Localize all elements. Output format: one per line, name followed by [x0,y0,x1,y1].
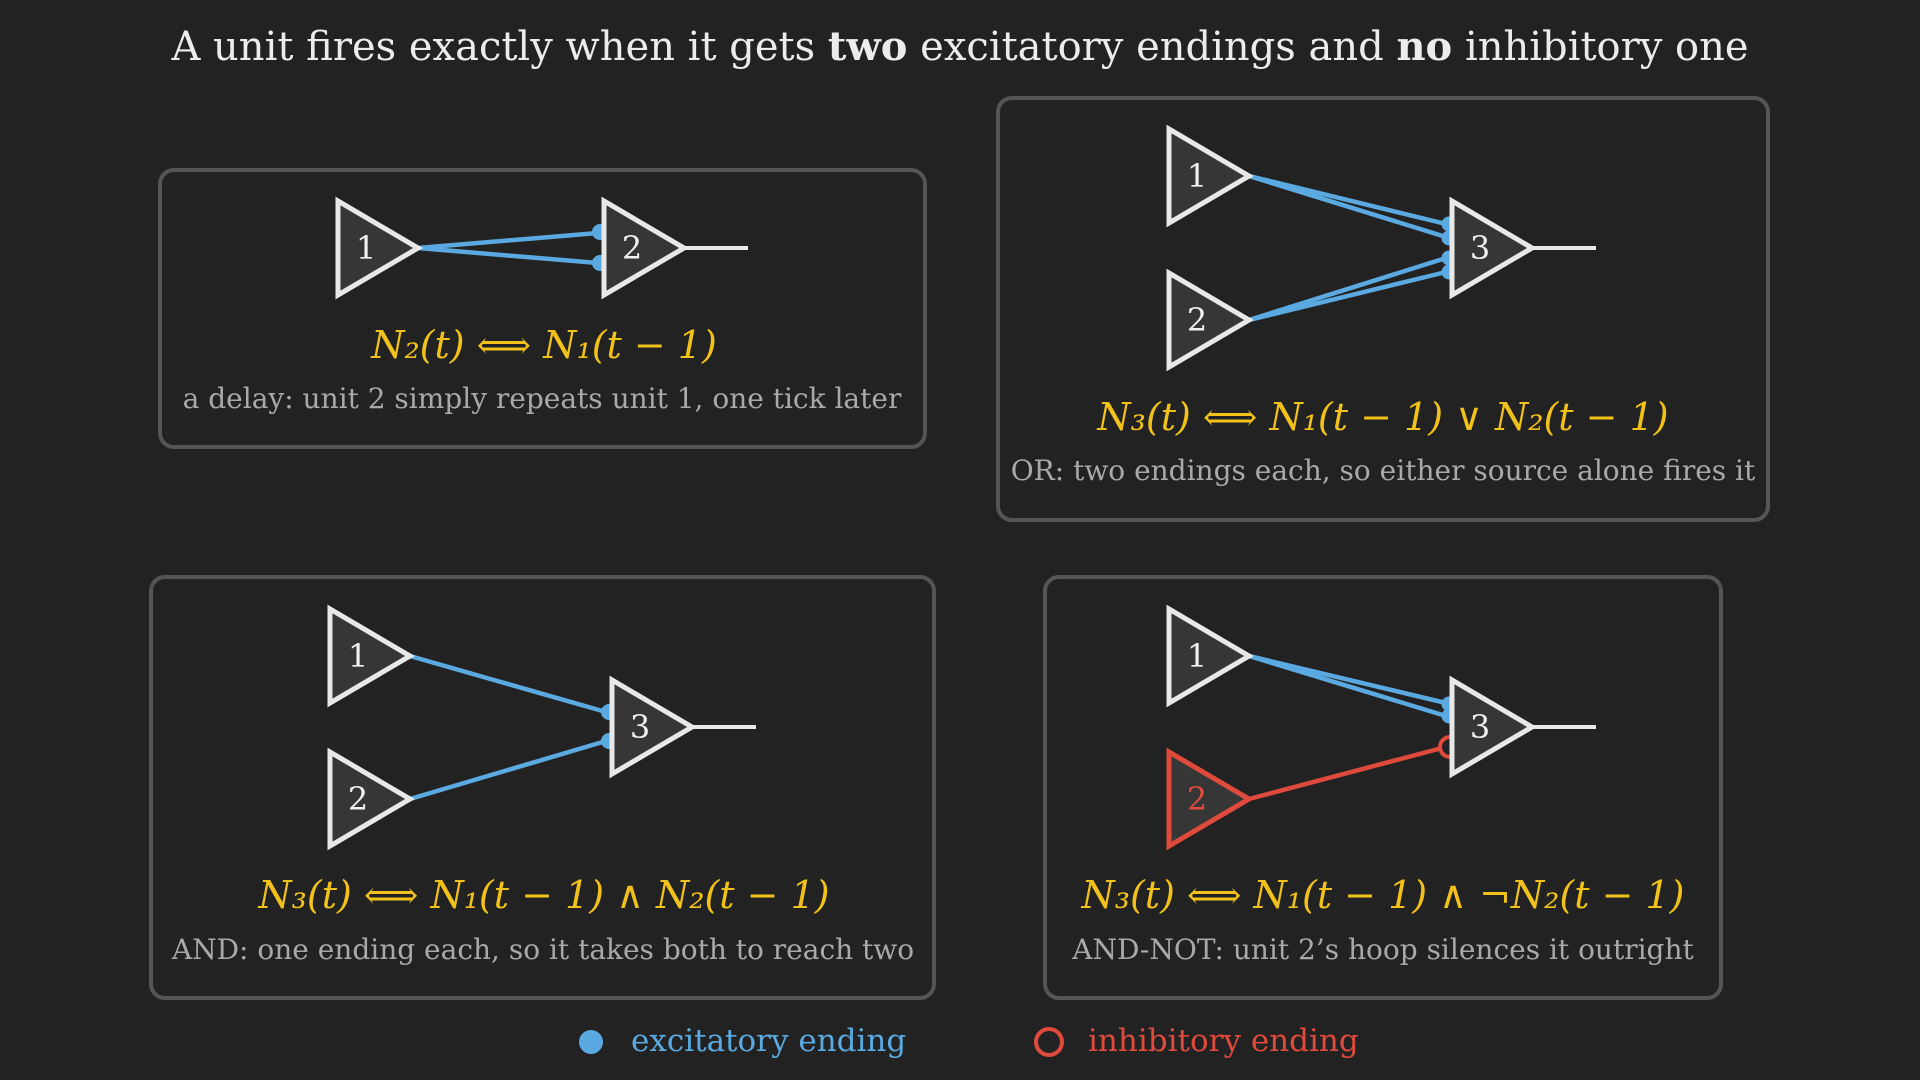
panel-and-not-formula: N₃(t) ⟺ N₁(t − 1) ∧ ¬N₂(t − 1) [1080,873,1684,917]
excitatory-legend-dot-icon [579,1030,603,1054]
unit-2-label: 2 [348,780,368,818]
inhibitory-legend-ring-icon [1034,1027,1064,1057]
excitatory-connection [417,245,599,266]
panel-delay: 1 2 N₂(t) ⟺ N₁(t − 1) a delay: unit 2 si… [158,168,927,449]
unit-1-triangle [327,604,415,708]
title-part-1: A unit fires exactly when it gets [170,24,827,70]
unit-3-triangle [1449,196,1537,300]
unit-1-label: 1 [356,229,376,267]
unit-2-triangle [327,747,415,851]
unit-1-triangle [1166,124,1254,228]
legend-excitatory-label: excitatory ending [631,1023,906,1059]
panel-delay-caption: a delay: unit 2 simply repeats unit 1, o… [183,382,902,415]
unit-2-triangle-inhibitory [1166,747,1254,851]
unit-3-label: 3 [630,708,650,746]
panel-and-not-frame [1043,575,1723,1000]
panel-or-caption: OR: two endings each, so either source a… [1011,454,1756,487]
unit-3-label: 3 [1470,229,1490,267]
page-title: A unit fires exactly when it gets two ex… [170,23,1748,70]
panel-or: 1 2 3 N₃(t) ⟺ N₁(t − 1) ∨ N₂(t − 1) OR: … [996,96,1770,522]
unit-1-triangle [335,196,423,300]
excitatory-connection [409,653,607,715]
panel-or-formula: N₃(t) ⟺ N₁(t − 1) ∨ N₂(t − 1) [1096,395,1668,439]
title-part-2: excitatory endings and [907,24,1396,70]
panel-delay-formula: N₂(t) ⟺ N₁(t − 1) [370,323,717,367]
panel-and-not: 1 2 3 N₃(t) ⟺ N₁(t − 1) ∧ ¬N₂(t − 1) AND… [1043,575,1723,1000]
panel-and-not-caption: AND-NOT: unit 2’s hoop silences it outri… [1071,933,1694,966]
excitatory-connection [417,230,599,251]
unit-1-label: 1 [1187,637,1207,675]
panel-and: 1 2 3 N₃(t) ⟺ N₁(t − 1) ∧ N₂(t − 1) AND:… [149,575,936,1000]
unit-3-triangle [1449,675,1537,779]
excitatory-connection [1248,255,1447,323]
excitatory-connection [1248,269,1447,323]
excitatory-connection [1248,653,1447,719]
legend-inhibitory-label: inhibitory ending [1088,1023,1359,1059]
unit-2-triangle [1166,268,1254,372]
unit-2-label: 2 [1187,780,1207,818]
panel-and-formula: N₃(t) ⟺ N₁(t − 1) ∧ N₂(t − 1) [257,873,829,917]
title-bold-no: no [1396,23,1452,70]
unit-2-label: 2 [622,229,642,267]
unit-1-triangle [1166,604,1254,708]
unit-3-triangle [609,675,697,779]
unit-2-label: 2 [1187,301,1207,339]
panel-and-caption: AND: one ending each, so it takes both t… [171,933,914,966]
unit-1-label: 1 [348,637,368,675]
title-bold-two: two [828,23,908,70]
unit-1-label: 1 [1187,157,1207,195]
legend: excitatory ending inhibitory ending [579,1023,1359,1059]
unit-2-triangle [601,196,689,300]
title-part-3: inhibitory one [1452,24,1748,70]
excitatory-connection [1248,173,1447,240]
excitatory-connection [409,738,607,802]
unit-3-label: 3 [1470,708,1490,746]
inhibitory-connection [1248,745,1443,802]
